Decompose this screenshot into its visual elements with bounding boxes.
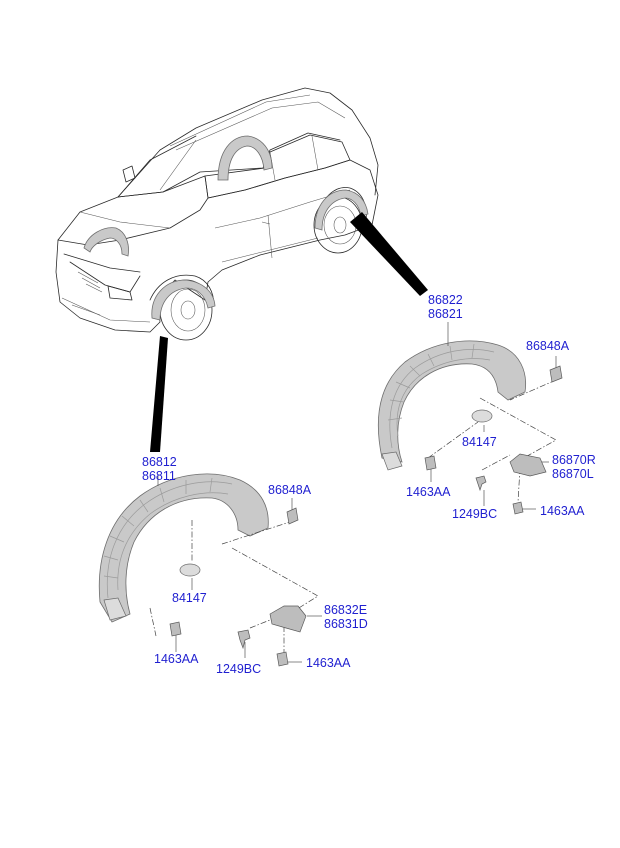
rear-nut-right[interactable] xyxy=(512,501,524,515)
front-plug[interactable] xyxy=(179,563,201,577)
label-rear-1463AA-right[interactable]: 1463AA xyxy=(540,504,585,518)
front-liner-assembly xyxy=(98,473,322,667)
label-86832E[interactable]: 86832E xyxy=(324,603,367,617)
label-86811[interactable]: 86811 xyxy=(142,469,176,483)
label-86870L[interactable]: 86870L xyxy=(552,467,594,481)
front-nut-right[interactable] xyxy=(276,651,289,667)
label-86822[interactable]: 86822 xyxy=(428,293,463,307)
label-86821[interactable]: 86821 xyxy=(428,307,463,321)
rear-plug[interactable] xyxy=(471,409,493,423)
label-rear-84147[interactable]: 84147 xyxy=(462,435,497,449)
front-clip[interactable] xyxy=(286,507,299,525)
label-rear-86848A[interactable]: 86848A xyxy=(526,339,570,353)
rear-screw[interactable] xyxy=(475,475,487,492)
rear-clip[interactable] xyxy=(549,365,563,383)
label-front-1463AA-left[interactable]: 1463AA xyxy=(154,652,199,666)
label-front-1249BC[interactable]: 1249BC xyxy=(216,662,261,676)
front-nut-left[interactable] xyxy=(169,621,182,637)
part-labels: 86822 86821 86848A 84147 1463AA 86870R 8… xyxy=(142,293,596,676)
label-86870R[interactable]: 86870R xyxy=(552,453,596,467)
rear-leader-wedge xyxy=(350,212,428,296)
label-front-84147[interactable]: 84147 xyxy=(172,591,207,605)
rear-nut-left[interactable] xyxy=(424,455,437,471)
front-leader-wedge xyxy=(150,336,168,452)
label-86812[interactable]: 86812 xyxy=(142,455,177,469)
label-front-86848A[interactable]: 86848A xyxy=(268,483,312,497)
label-rear-1463AA-left[interactable]: 1463AA xyxy=(406,485,451,499)
label-86831D[interactable]: 86831D xyxy=(324,617,368,631)
label-front-1463AA-right[interactable]: 1463AA xyxy=(306,656,351,670)
label-rear-1249BC[interactable]: 1249BC xyxy=(452,507,497,521)
vehicle-illustration xyxy=(55,87,428,452)
rear-liner-assembly xyxy=(377,322,563,515)
front-screw[interactable] xyxy=(237,629,251,650)
rear-mudguard[interactable] xyxy=(509,453,547,477)
front-mudguard[interactable] xyxy=(269,605,307,633)
